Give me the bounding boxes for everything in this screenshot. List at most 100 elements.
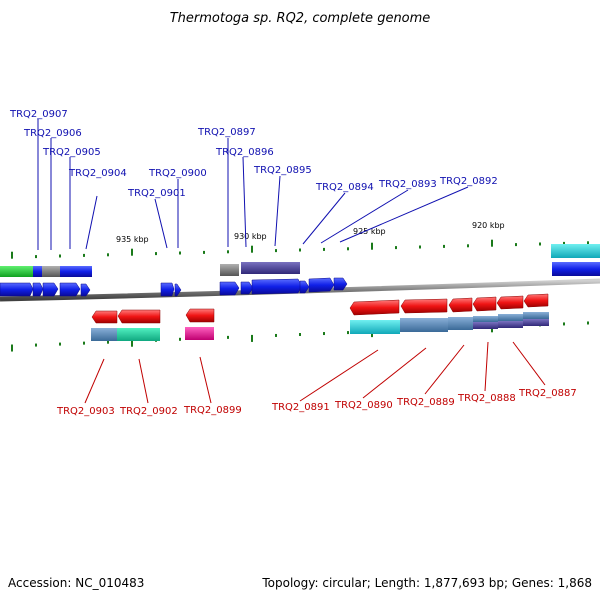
- tick-mark: [419, 245, 421, 249]
- gene-arrow-reverse: [400, 298, 448, 314]
- feature-block: [498, 321, 523, 328]
- tick-mark: [203, 250, 205, 254]
- leader-line: [362, 347, 427, 399]
- feature-block: [350, 320, 400, 334]
- gene-label-trq2-0890[interactable]: TRQ2_0890: [334, 400, 393, 411]
- leader-line: [154, 198, 168, 249]
- feature-block: [523, 312, 549, 319]
- leader-line: [484, 341, 489, 392]
- gene-label-trq2-0894[interactable]: TRQ2_0894: [315, 182, 374, 193]
- feature-block: [42, 266, 60, 277]
- tick-mark: [491, 239, 493, 247]
- tick-mark: [227, 335, 229, 339]
- leader-line: [199, 356, 212, 404]
- gene-arrow-forward: [0, 282, 34, 297]
- gene-arrow-reverse: [185, 308, 215, 323]
- gene-label-trq2-0888[interactable]: TRQ2_0888: [457, 393, 516, 404]
- feature-block: [0, 266, 33, 277]
- tick-mark: [587, 241, 589, 245]
- accession-text: Accession: NC_010483: [8, 576, 144, 590]
- gene-label-trq2-0893[interactable]: TRQ2_0893: [378, 179, 437, 190]
- tick-mark: [83, 341, 85, 345]
- gene-arrow-forward: [240, 281, 254, 295]
- gene-label-trq2-0901[interactable]: TRQ2_0901: [127, 188, 186, 199]
- feature-block: [185, 327, 214, 340]
- gene-label-trq2-0905[interactable]: TRQ2_0905: [42, 147, 101, 158]
- feature-block: [117, 328, 160, 341]
- gene-label-trq2-0902[interactable]: TRQ2_0902: [119, 406, 178, 417]
- tick-mark: [11, 344, 13, 352]
- gene-arrow-reverse: [448, 297, 473, 313]
- tick-mark: [299, 248, 301, 252]
- feature-block: [400, 318, 448, 332]
- tick-mark: [539, 242, 541, 246]
- tick-mark: [131, 339, 133, 347]
- gene-label-trq2-0900[interactable]: TRQ2_0900: [148, 168, 207, 179]
- top-gene-labels: TRQ2_0907 TRQ2_0906 TRQ2_0905 TRQ2_0904 …: [9, 109, 498, 199]
- forward-feature-blocks: [0, 244, 600, 277]
- gene-arrow-reverse: [523, 293, 549, 308]
- forward-gene-arrows: [0, 277, 348, 297]
- gene-label-trq2-0887[interactable]: TRQ2_0887: [518, 388, 577, 399]
- gene-label-trq2-0896[interactable]: TRQ2_0896: [215, 147, 274, 158]
- gene-arrow-forward: [42, 282, 59, 297]
- gene-label-trq2-0907[interactable]: TRQ2_0907: [9, 109, 68, 120]
- tick-mark: [563, 241, 565, 245]
- gene-arrow-reverse: [91, 310, 118, 324]
- gene-label-trq2-0892[interactable]: TRQ2_0892: [439, 176, 498, 187]
- leader-line: [242, 156, 247, 248]
- tick-mark: [275, 333, 277, 337]
- tick-mark: [11, 251, 13, 259]
- leader-line: [274, 175, 281, 247]
- gene-arrow-forward: [333, 277, 348, 291]
- tick-mark: [107, 253, 109, 257]
- tick-mark: [179, 337, 181, 341]
- leader-line: [302, 192, 346, 245]
- genome-summary-text: Topology: circular; Length: 1,877,693 bp…: [261, 576, 592, 590]
- feature-block: [241, 262, 300, 274]
- tick-mark: [59, 342, 61, 346]
- scale-labels: 935 kbp 930 kbp 925 kbp 920 kbp: [116, 221, 505, 244]
- gene-label-trq2-0895[interactable]: TRQ2_0895: [253, 165, 312, 176]
- bottom-gene-labels: TRQ2_0903 TRQ2_0902 TRQ2_0899 TRQ2_0891 …: [56, 388, 577, 417]
- tick-mark: [443, 244, 445, 248]
- gene-arrow-reverse: [472, 296, 497, 312]
- tick-mark: [347, 331, 349, 335]
- gene-arrow-forward: [59, 282, 81, 297]
- gene-arrow-forward: [308, 277, 335, 293]
- gene-label-trq2-0897[interactable]: TRQ2_0897: [197, 127, 256, 138]
- tick-mark: [251, 334, 253, 342]
- tick-mark: [515, 243, 517, 247]
- gene-label-trq2-0899[interactable]: TRQ2_0899: [183, 405, 242, 416]
- gene-label-trq2-0903[interactable]: TRQ2_0903: [56, 406, 115, 417]
- gene-arrow-forward: [299, 280, 310, 294]
- reverse-gene-arrows: [91, 293, 549, 324]
- scale-label-925: 925 kbp: [353, 227, 386, 236]
- feature-block: [220, 264, 239, 276]
- gene-label-trq2-0904[interactable]: TRQ2_0904: [68, 168, 127, 179]
- feature-block: [498, 314, 523, 321]
- map-title: Thermotoga sp. RQ2, complete genome: [170, 11, 431, 26]
- gene-label-trq2-0889[interactable]: TRQ2_0889: [396, 397, 455, 408]
- leader-line: [512, 341, 546, 386]
- leader-line: [138, 358, 149, 404]
- leader-line: [320, 189, 409, 244]
- leader-line: [84, 358, 105, 404]
- gene-label-trq2-0891[interactable]: TRQ2_0891: [271, 402, 330, 413]
- top-leader-lines: [37, 119, 469, 250]
- tick-mark: [251, 245, 253, 253]
- tick-mark: [275, 249, 277, 253]
- tick-mark: [35, 255, 37, 259]
- reverse-feature-blocks: [91, 312, 549, 341]
- gene-arrow-forward: [251, 278, 303, 295]
- gene-label-trq2-0906[interactable]: TRQ2_0906: [23, 128, 82, 139]
- tick-mark: [59, 254, 61, 258]
- gene-arrow-forward: [80, 283, 91, 297]
- leader-line: [424, 344, 465, 395]
- tick-mark: [395, 246, 397, 250]
- feature-block: [448, 317, 473, 330]
- leader-line: [299, 349, 379, 402]
- gene-arrow-forward: [32, 282, 44, 297]
- tick-mark: [371, 242, 373, 250]
- scale-label-935: 935 kbp: [116, 235, 149, 244]
